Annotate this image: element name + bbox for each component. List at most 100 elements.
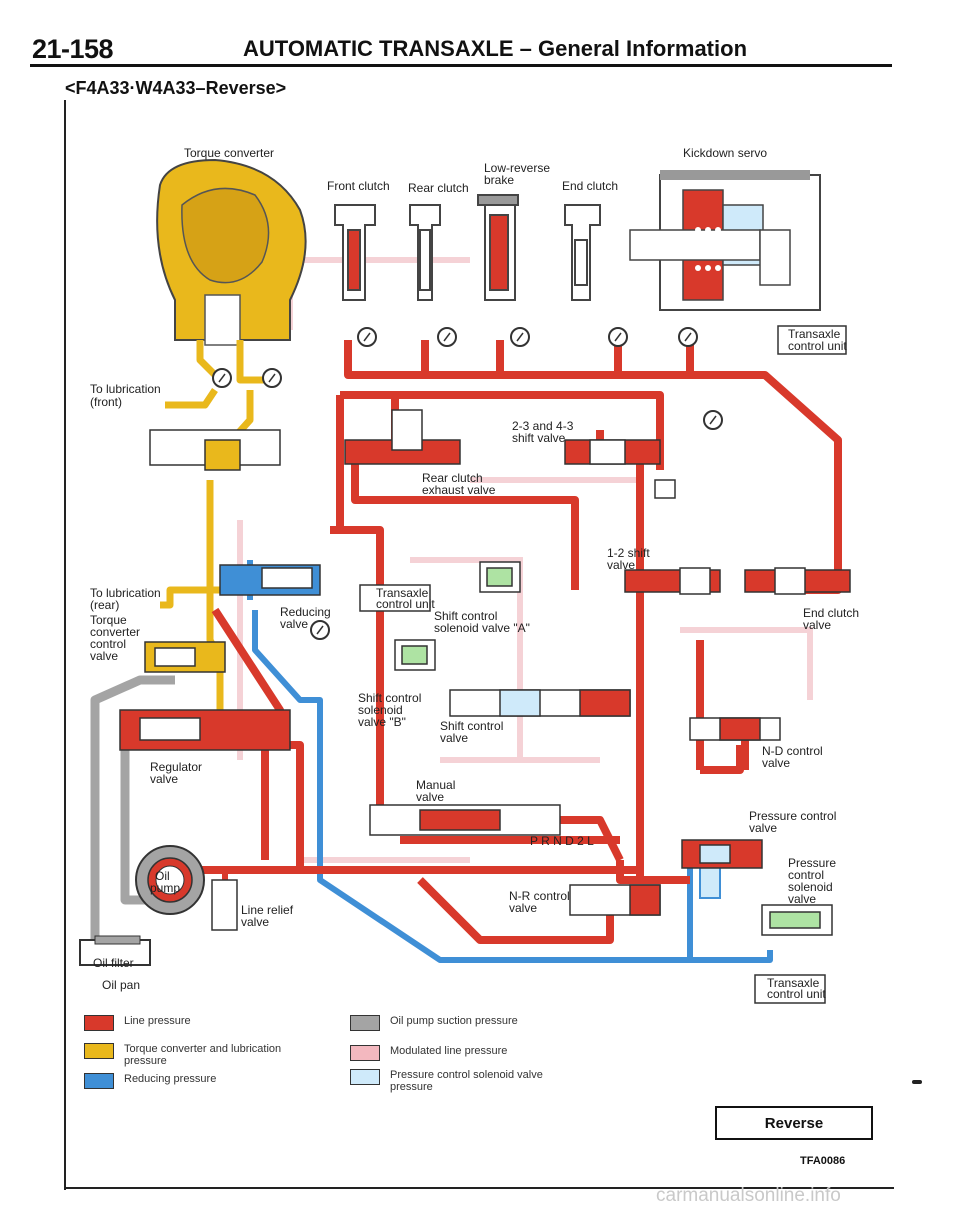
legend-swatch — [350, 1069, 380, 1085]
label-nr-1: N-R control — [509, 889, 570, 903]
label-nr-2: valve — [509, 901, 537, 915]
label-rear-exh-1: Rear clutch — [422, 471, 483, 485]
label-tcu-2b: control unit — [376, 597, 435, 611]
legend-label: Oil pump suction pressure — [390, 1015, 518, 1027]
label-lub-rear-1: To lubrication — [90, 586, 161, 600]
label-front-clutch: Front clutch — [327, 179, 390, 193]
clutch-end — [564, 204, 601, 301]
label-pcsv-2: control — [788, 868, 824, 882]
watermark: carmanualsonline.info — [656, 1185, 841, 1206]
label-shift-ctrl-2: valve — [440, 731, 468, 745]
legend-swatch — [84, 1043, 114, 1059]
low-reverse-brake — [477, 194, 519, 301]
label-pcsv-3: solenoid — [788, 880, 833, 894]
label-sol-a-2: solenoid valve "A" — [434, 621, 530, 635]
label-sol-a-1: Shift control — [434, 609, 497, 623]
page-number: 21-158 — [32, 34, 114, 64]
legend-item: Modulated line pressure — [350, 1045, 507, 1061]
label-tcu-1b: control unit — [788, 339, 847, 353]
tcu-boxes — [359, 325, 847, 1004]
label-lub-front-1: To lubrication — [90, 382, 161, 396]
label-line-relief-2: valve — [241, 915, 269, 929]
label-lub-rear-2: (rear) — [90, 598, 119, 612]
legend-item: Oil pump suction pressure — [350, 1015, 518, 1031]
label-reducing-2: valve — [280, 617, 308, 631]
label-shift-12-2: valve — [607, 558, 635, 572]
label-pcv-1: Pressure control — [749, 809, 836, 823]
legend-label: Line pressure — [124, 1015, 191, 1027]
header-rule — [30, 64, 892, 67]
mode-label-box: Reverse — [715, 1106, 873, 1140]
label-tcu-2a: Transaxle — [376, 586, 429, 600]
footer-rule — [64, 1187, 894, 1189]
label-reducing-1: Reducing — [280, 605, 331, 619]
label-end-clutch-v-2: valve — [803, 618, 831, 632]
label-regulator-1: Regulator — [150, 760, 202, 774]
label-pcsv-4: valve — [788, 892, 816, 906]
label-torque-converter: Torque converter — [184, 146, 274, 160]
legend-label: Modulated line pressure — [390, 1045, 508, 1057]
label-tcc-4: valve — [90, 649, 118, 663]
label-pcv-2: valve — [749, 821, 777, 835]
page-title: AUTOMATIC TRANSAXLE – General Informatio… — [243, 36, 748, 61]
label-tcu-3a: Transaxle — [767, 976, 820, 990]
oil-pump — [135, 845, 205, 915]
valve-bodies — [119, 409, 851, 936]
label-regulator-2: valve — [150, 772, 178, 786]
label-lub-front-2: (front) — [90, 395, 122, 409]
legend-swatch — [84, 1015, 114, 1031]
clutch-rear — [409, 204, 441, 301]
legend-label: Reducing pressure — [124, 1073, 217, 1085]
label-rear-clutch: Rear clutch — [408, 181, 469, 195]
label-shift-ctrl-1: Shift control — [440, 719, 503, 733]
label-oil-pan: Oil pan — [102, 978, 140, 992]
label-manual-1: Manual — [416, 778, 455, 792]
label-end-clutch-v-1: End clutch — [803, 606, 859, 620]
label-shift-23-2: shift valve — [512, 431, 566, 445]
oil-filter — [79, 935, 151, 966]
legend-swatch — [84, 1073, 114, 1089]
label-tcc-1: Torque — [90, 613, 127, 627]
label-oil-pump-2: pump — [150, 881, 180, 895]
label-oil-filter: Oil filter — [93, 956, 134, 970]
label-sol-b-1: Shift control — [358, 691, 421, 705]
kickdown-servo — [629, 170, 821, 311]
label-pcsv-1: Pressure — [788, 856, 836, 870]
legend-item: Line pressure — [84, 1015, 191, 1031]
mode-label: Reverse — [764, 1114, 824, 1132]
label-low-reverse-brake-2: brake — [484, 173, 514, 187]
legend-item: Reducing pressure — [84, 1073, 216, 1089]
clutch-front — [334, 204, 376, 301]
label-manual-2: valve — [416, 790, 444, 804]
label-oil-pump-1: Oil — [155, 869, 170, 883]
label-tcu-1a: Transaxle — [788, 327, 841, 341]
label-end-clutch: End clutch — [562, 179, 618, 193]
label-kickdown-servo: Kickdown servo — [683, 146, 767, 160]
legend-item: Pressure control solenoid valve pressure — [350, 1069, 555, 1093]
label-shift-23-1: 2-3 and 4-3 — [512, 419, 574, 433]
label-nd-1: N-D control — [762, 744, 823, 758]
label-line-relief-1: Line relief — [241, 903, 294, 917]
legend-swatch — [350, 1045, 380, 1061]
legend: Line pressure Oil pump suction pressure … — [84, 1013, 604, 1103]
legend-swatch — [350, 1015, 380, 1031]
figure-code: TFA0086 — [800, 1155, 846, 1167]
label-tcu-3b: control unit — [767, 987, 826, 1001]
label-rear-exh-2: exhaust valve — [422, 483, 496, 497]
margin-mark — [912, 1080, 922, 1084]
diagram-labels: Torque converter Kickdown servo Low-reve… — [90, 146, 859, 1001]
torque-converter-circuit — [156, 158, 307, 720]
section-subtitle: <F4A33·W4A33–Reverse> — [65, 78, 287, 98]
label-sol-b-3: valve "B" — [358, 715, 406, 729]
label-sol-b-2: solenoid — [358, 703, 403, 717]
legend-label: Torque converter and lubrication pressur… — [124, 1043, 282, 1067]
label-low-reverse-brake-1: Low-reverse — [484, 161, 550, 175]
label-shift-12-1: 1-2 shift — [607, 546, 650, 560]
label-nd-2: valve — [762, 756, 790, 770]
left-margin-rule — [64, 100, 66, 1190]
label-tcc-3: control — [90, 637, 126, 651]
label-prndl: P R N D 2 L — [530, 834, 594, 848]
label-tcc-2: converter — [90, 625, 140, 639]
legend-item: Torque converter and lubrication pressur… — [84, 1043, 289, 1067]
